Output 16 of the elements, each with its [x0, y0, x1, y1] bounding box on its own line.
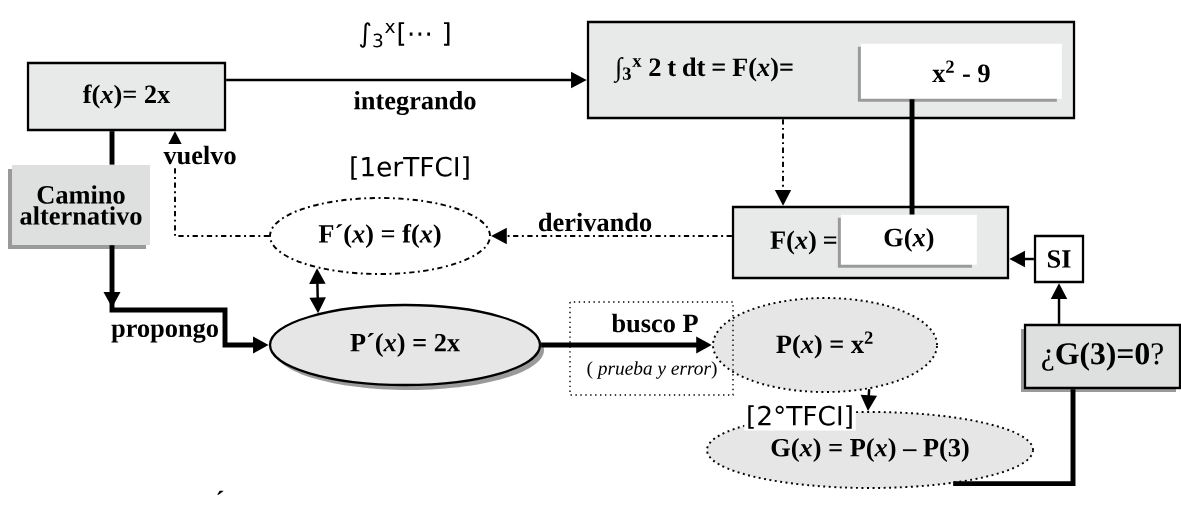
- question-box: ¿G(3)=0?: [1021, 323, 1181, 392]
- theorem-label: [1erTFCI]: [351, 156, 469, 180]
- answer-box: G(x): [837, 214, 977, 268]
- answer-box: x$^{2}$ - 9: [857, 43, 1062, 102]
- edge-label: integrando: [351, 89, 479, 117]
- edge-label: [2°TFCI]: [744, 403, 856, 431]
- answer-box: SI: [1033, 234, 1085, 284]
- formula-box: f(x)= 2x: [26, 61, 227, 132]
- edge-label: busco P: [609, 311, 701, 335]
- ellipse-node: P´(x) = 2x: [268, 303, 544, 390]
- edge-label: derivando: [536, 211, 654, 234]
- accent-mark: ´: [217, 490, 224, 495]
- process-box: Camino alternativo: [8, 165, 150, 249]
- integral-label: ∫$_{3}$$^{x}$[⋯ ]: [359, 22, 450, 48]
- edge-label: propongo: [109, 321, 221, 345]
- edge-label: vuelvo: [161, 143, 239, 167]
